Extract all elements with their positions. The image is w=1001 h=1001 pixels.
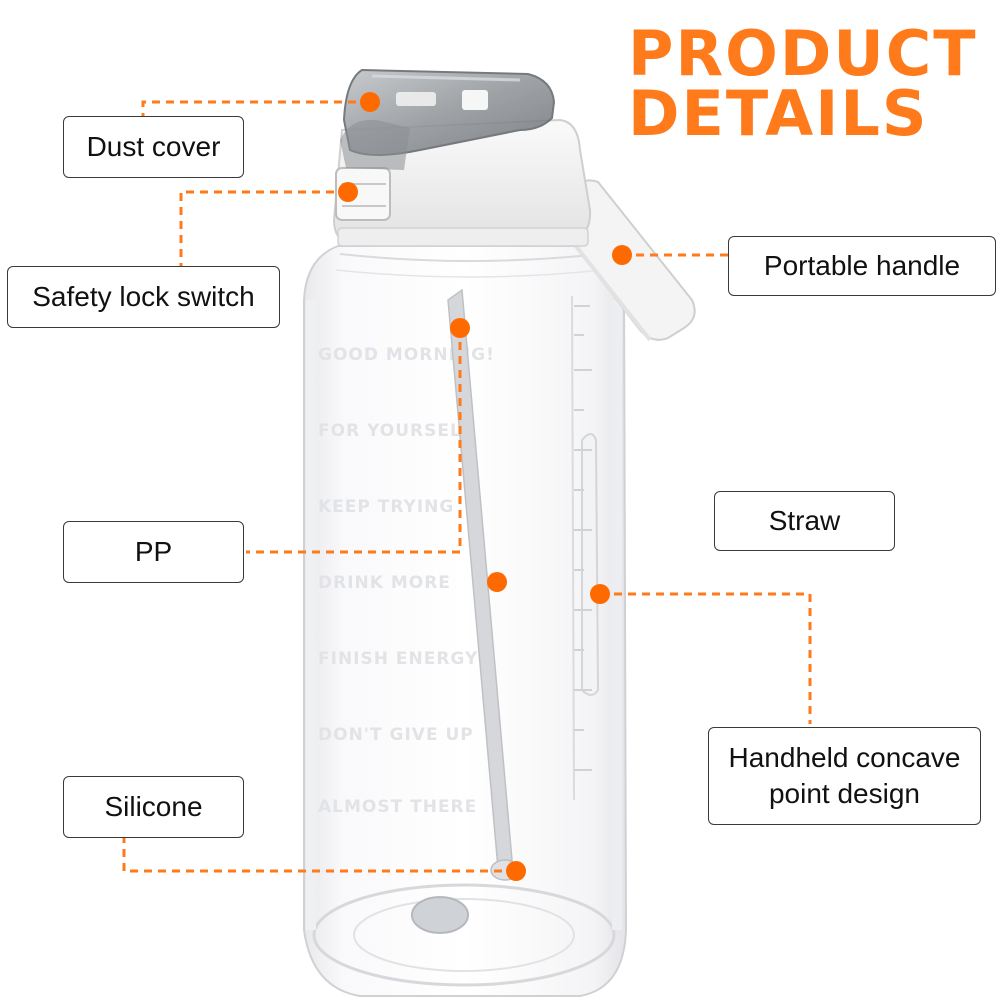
bottle-text-line: DRINK MORE (318, 573, 451, 593)
measurement-scale (571, 295, 600, 801)
safety-lock-dot (338, 182, 358, 202)
bottle-text-line: FINISH ENERGY (318, 649, 478, 669)
label-portable-handle: Portable handle (728, 236, 996, 296)
callout-lines (122, 100, 812, 873)
label-handheld-line-2: point design (768, 778, 920, 809)
title-line-1: PRODUCT (628, 17, 978, 90)
label-handheld-concave-point-design: Handheld concave point design (708, 727, 981, 825)
straw-dot (487, 572, 507, 592)
dust-cover (340, 68, 556, 170)
handheld-concave-dot (590, 584, 610, 604)
bottle-body (303, 245, 628, 997)
callout-dots (338, 92, 632, 881)
bottle-text-line: FOR YOURSELF (318, 421, 474, 441)
label-pp: PP (63, 521, 244, 583)
portable-handle-dot (612, 245, 632, 265)
pp-dot (450, 318, 470, 338)
motivational-text: GOOD MORNING! FOR YOURSELF KEEP TRYING DRIN… (318, 345, 495, 817)
label-handheld-line-1: Handheld concave (728, 741, 961, 773)
label-dust-cover: Dust cover (63, 116, 244, 178)
bottle-text-line: ALMOST THERE (318, 797, 477, 817)
silicone-dot (506, 861, 526, 881)
dust-cover-dot (360, 92, 380, 112)
title-line-2: DETAILS (628, 77, 929, 150)
bottle-text-line: KEEP TRYING (318, 497, 454, 517)
bottle-text-line: GOOD MORNING! (318, 345, 495, 365)
label-safety-lock-switch: Safety lock switch (7, 266, 280, 328)
label-silicone: Silicone (63, 776, 244, 838)
bottle-text-line: DON'T GIVE UP (318, 725, 474, 745)
label-straw: Straw (714, 491, 895, 551)
